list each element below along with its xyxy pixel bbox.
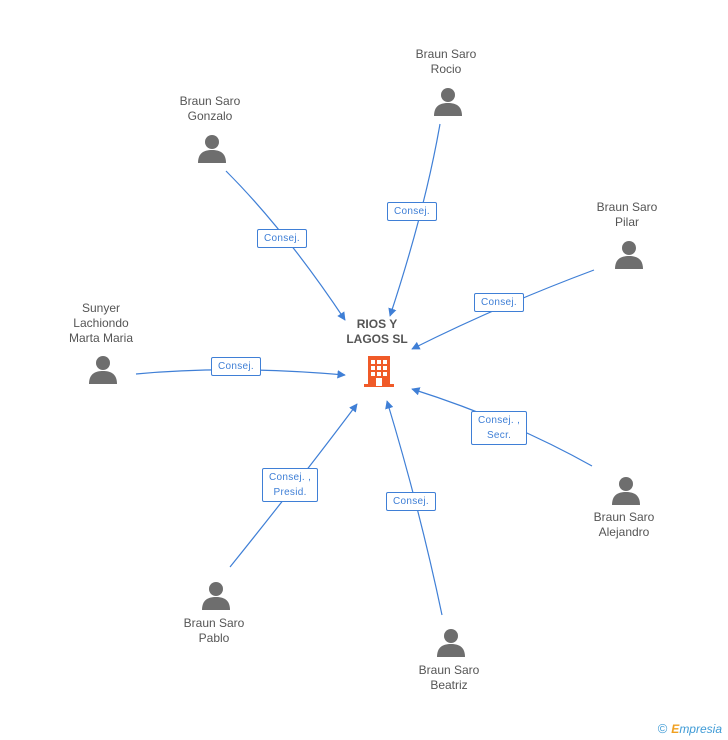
person-name: Braun Saro Pablo xyxy=(183,616,245,645)
person-icon xyxy=(198,135,226,163)
brand-logo-letter: E xyxy=(671,721,680,736)
person-name: Sunyer Lachiondo Marta Maria xyxy=(68,301,133,345)
role-label-gonzalo: Consej. xyxy=(257,229,308,248)
company-name[interactable]: RIOS Y LAGOS SL xyxy=(346,317,408,346)
person-name: Braun Saro Beatriz xyxy=(418,663,480,692)
role-label-pablo: Consej. , Presid. xyxy=(262,468,319,502)
person-name: Braun Saro Pilar xyxy=(596,200,658,229)
person-icon xyxy=(437,629,465,657)
person-icon xyxy=(615,241,643,269)
role-label-beatriz: Consej. xyxy=(386,492,437,511)
person-icon xyxy=(202,582,230,610)
person-name: Braun Saro Gonzalo xyxy=(179,94,241,123)
person-name: Braun Saro Rocio xyxy=(415,47,477,76)
person-icon xyxy=(89,356,117,384)
copyright-icon: © xyxy=(657,721,668,736)
person-name: Braun Saro Alejandro xyxy=(593,510,655,539)
role-label-pilar: Consej. xyxy=(474,293,525,312)
role-label-marta: Consej. xyxy=(211,357,262,376)
role-label-rocio: Consej. xyxy=(387,202,438,221)
person-icon xyxy=(612,477,640,505)
person-icon xyxy=(434,88,462,116)
building-icon[interactable] xyxy=(362,354,396,388)
role-label-alejandro: Consej. , Secr. xyxy=(471,411,528,445)
brand-logo-text: mpresia xyxy=(679,721,722,736)
copyright-footer: © E mpresia xyxy=(658,721,722,736)
